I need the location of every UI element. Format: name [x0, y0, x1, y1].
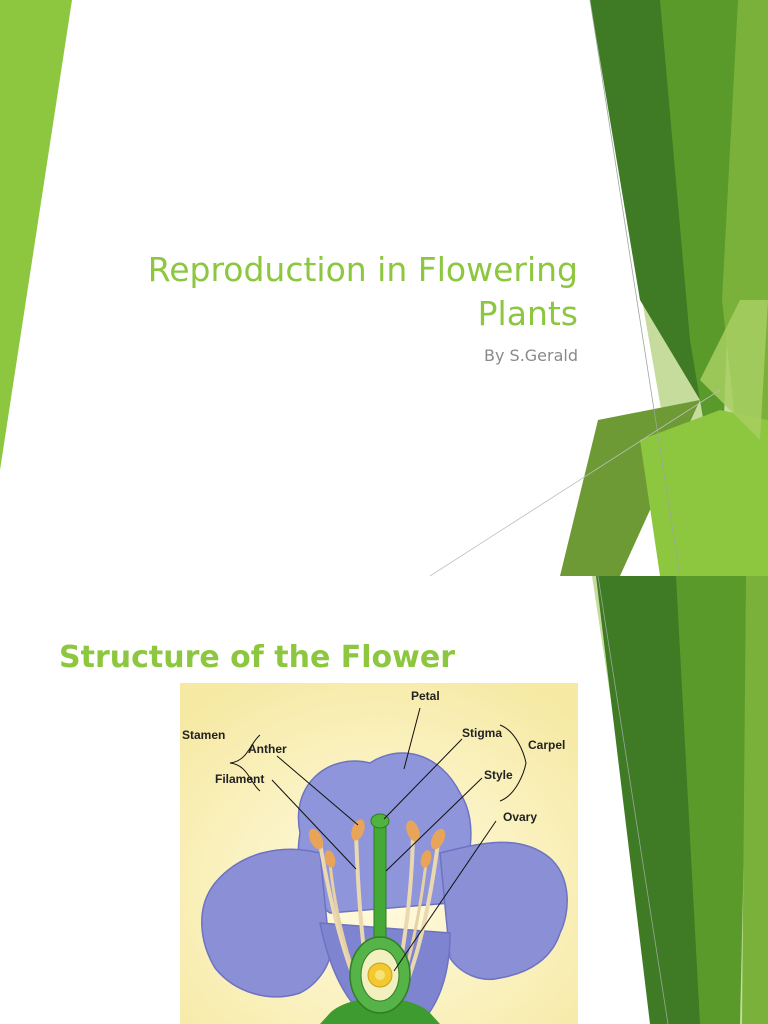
label-anther: Anther — [248, 742, 287, 756]
label-carpel: Carpel — [528, 738, 565, 752]
slide-2-decoration — [592, 576, 768, 1024]
thin-line-1 — [597, 576, 669, 1024]
petal-right — [439, 841, 568, 980]
right-facet-mid — [676, 576, 750, 1024]
style — [373, 822, 387, 954]
label-stigma: Stigma — [462, 726, 502, 740]
right-facet-edge — [742, 576, 768, 1024]
right-facet-pale — [700, 300, 768, 440]
anther — [430, 828, 446, 850]
thin-line-1 — [589, 0, 681, 576]
label-style: Style — [484, 768, 513, 782]
left-green-wedge — [0, 0, 72, 470]
thin-line-2 — [429, 389, 721, 576]
label-petal: Petal — [411, 689, 440, 703]
flower-structure-slide: Structure of the Flower — [0, 576, 768, 1024]
flower-diagram: Petal Stamen Anther Filament Stigma Carp… — [180, 683, 578, 1024]
anther — [420, 850, 432, 868]
stigma — [370, 813, 390, 829]
anther — [308, 828, 324, 850]
slide-title: Structure of the Flower — [59, 640, 456, 675]
title-slide: Reproduction in Flowering Plants By S.Ge… — [0, 0, 768, 576]
slide-1-decoration — [0, 0, 768, 576]
anther — [351, 819, 365, 841]
anther — [324, 850, 336, 868]
anther — [406, 820, 420, 842]
label-ovary: Ovary — [503, 810, 537, 824]
ovule-center — [375, 970, 385, 980]
petal-left — [201, 848, 331, 998]
label-filament: Filament — [215, 772, 264, 786]
right-facet-bright — [640, 410, 768, 576]
slide-title: Reproduction in Flowering Plants — [147, 250, 578, 333]
slide-subtitle: By S.Gerald — [484, 346, 578, 365]
label-stamen: Stamen — [182, 728, 225, 742]
